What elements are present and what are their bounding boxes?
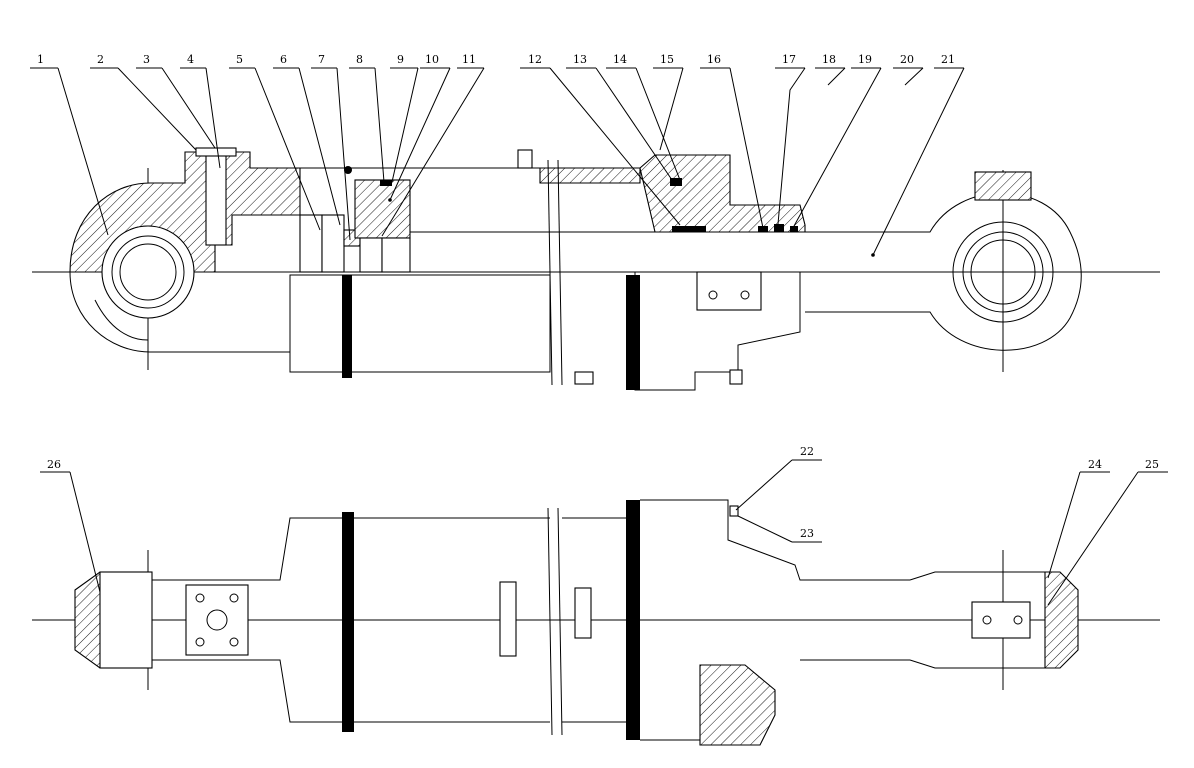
- right-mount-bolt-2: [1013, 615, 1023, 625]
- callout-8: 8: [356, 53, 363, 66]
- lower-break-2: [557, 507, 563, 736]
- callout-2: 2: [97, 53, 104, 66]
- seal-19: [790, 226, 798, 232]
- lower-callouts: 22 23 24 25 26: [40, 445, 1168, 606]
- callout-14: 14: [613, 53, 627, 66]
- gland-flange-plate: [696, 271, 762, 311]
- piston-band-left: [342, 275, 352, 378]
- lower-leader-lines: [69, 459, 1139, 606]
- lower-gland-outline: [640, 499, 910, 741]
- piston-part-6: [321, 214, 345, 273]
- callout-16: 16: [707, 53, 721, 66]
- callout-21: 21: [941, 53, 955, 66]
- lower-gland-section: [699, 664, 776, 746]
- callout-7: 7: [318, 53, 325, 66]
- piston-band-right: [626, 275, 640, 390]
- leader-dot-10: [388, 198, 392, 202]
- lower-exterior-view: [32, 499, 1160, 746]
- callout-24: 24: [1088, 458, 1102, 471]
- callout-1: 1: [37, 53, 44, 66]
- upper-callouts: 1 2 3 4 5 6 7 8 9 10 11 12 13 14 15 16 1…: [30, 53, 965, 257]
- piston-part-11: [359, 237, 383, 273]
- callout-23: 23: [800, 527, 814, 540]
- lower-band-right: [626, 500, 640, 740]
- right-mount-plate: [971, 601, 1031, 639]
- rod-eye-outer-ring: [952, 221, 1054, 323]
- callout-19: 19: [858, 53, 872, 66]
- flange-bolt-1: [708, 290, 718, 300]
- callout-6: 6: [280, 53, 287, 66]
- callout-9: 9: [397, 53, 404, 66]
- upper-section-view: [32, 147, 1160, 391]
- callout-26: 26: [47, 458, 61, 471]
- seal-12: [672, 226, 706, 232]
- left-eye-bore: [119, 243, 177, 301]
- seal-8: [380, 180, 392, 186]
- bolt-head-2: [195, 147, 237, 157]
- mount-bolt-2: [229, 593, 239, 603]
- rod-eye-inner-ring: [962, 231, 1044, 313]
- bottom-plug: [729, 369, 743, 385]
- mount-center-hole: [206, 609, 228, 631]
- left-mount-plate: [185, 584, 249, 656]
- callout-11: 11: [462, 53, 476, 66]
- right-mount-bolt-1: [982, 615, 992, 625]
- seal-16: [758, 226, 768, 232]
- left-eye-outer-ring: [101, 225, 195, 319]
- callout-25: 25: [1145, 458, 1159, 471]
- callout-18: 18: [822, 53, 836, 66]
- upper-leader-lines: [57, 67, 965, 256]
- gland-lower-body: [634, 272, 801, 391]
- callout-5: 5: [236, 53, 243, 66]
- callout-15: 15: [660, 53, 674, 66]
- callout-12: 12: [528, 53, 542, 66]
- bottom-port: [574, 371, 594, 385]
- seal-14: [670, 178, 682, 186]
- part-22-plug: [729, 505, 739, 517]
- tie-bar-2: [574, 587, 592, 639]
- rod-eye-grease-block: [974, 171, 1032, 201]
- left-lower-outline: [69, 271, 550, 373]
- seal-17: [774, 224, 784, 232]
- lower-band-left: [342, 512, 354, 732]
- lower-rod-eye: [909, 571, 1045, 669]
- callout-3: 3: [143, 53, 150, 66]
- callout-13: 13: [573, 53, 587, 66]
- callout-4: 4: [187, 53, 194, 66]
- leader-dot-21: [871, 253, 875, 257]
- barrel-lower: [289, 274, 551, 373]
- bolt-4: [205, 151, 227, 246]
- lower-callout-shelves: [40, 459, 1168, 543]
- lower-barrel-outline: [152, 517, 550, 723]
- callout-22: 22: [800, 445, 814, 458]
- tie-bar-1: [499, 581, 517, 657]
- mount-bolt-4: [229, 637, 239, 647]
- piston-nut-10: [354, 179, 411, 239]
- rod-eye-bore: [970, 239, 1036, 305]
- piston-part-5: [299, 214, 323, 273]
- flange-bolt-2: [740, 290, 750, 300]
- lower-break-1: [547, 507, 553, 736]
- left-clevis-body: [99, 571, 153, 669]
- top-port: [517, 149, 533, 169]
- callout-10: 10: [425, 53, 439, 66]
- callout-20: 20: [900, 53, 914, 66]
- ball-7: [344, 166, 352, 174]
- callout-17: 17: [782, 53, 796, 66]
- left-eye-inner-ring: [111, 235, 185, 309]
- right-clevis-section: [1044, 571, 1079, 669]
- mount-bolt-3: [195, 637, 205, 647]
- mount-bolt-1: [195, 593, 205, 603]
- left-eye-lower-arc: [94, 299, 149, 341]
- piston-part-11b: [381, 237, 411, 273]
